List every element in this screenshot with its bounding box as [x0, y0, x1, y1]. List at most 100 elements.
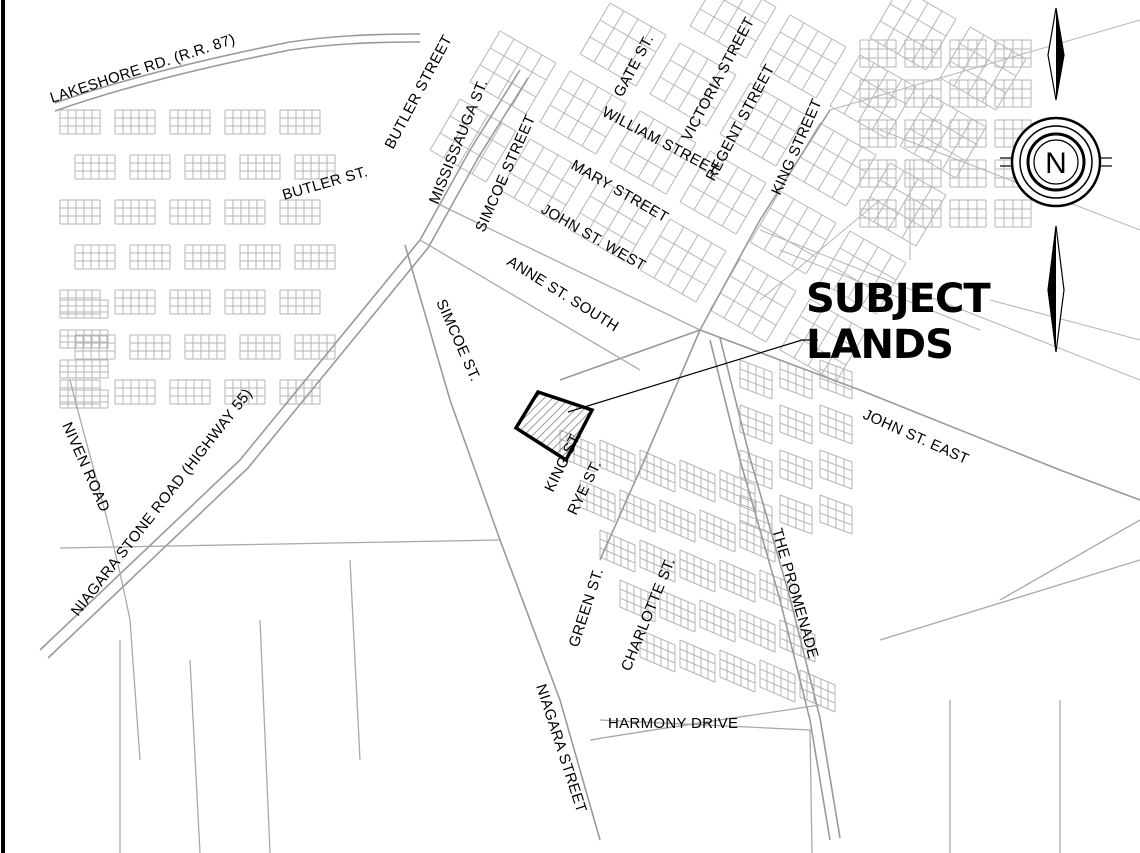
parcel-line — [579, 53, 637, 87]
parcel-line — [689, 0, 706, 27]
parcel-line — [589, 195, 647, 229]
parcel-line — [569, 178, 601, 231]
parcel-line — [677, 58, 709, 111]
parcel-line — [829, 54, 861, 107]
label-anne-st-south: ANNE ST. SOUTH — [504, 253, 622, 335]
parcel-line — [889, 162, 947, 196]
parcel-line — [619, 597, 656, 614]
parcel-line — [659, 526, 696, 543]
parcel-line — [739, 99, 797, 133]
parcel-line — [941, 118, 973, 171]
parcel-line — [639, 218, 671, 271]
parcel-line — [739, 467, 773, 481]
parcel-line — [699, 527, 736, 544]
parcel-line — [869, 0, 893, 39]
parcel-line — [739, 258, 797, 292]
parcel-line — [759, 65, 817, 99]
parcel-line — [747, 98, 779, 151]
parcel-line — [639, 449, 676, 466]
parcel-line — [541, 162, 573, 215]
parcel-line — [699, 518, 736, 535]
parcel-line — [581, 94, 613, 147]
parcel-line — [649, 93, 707, 127]
parcel-line — [485, 130, 517, 183]
parcel-line — [649, 42, 681, 95]
parcel-line — [609, 110, 641, 163]
parcel-line — [719, 577, 756, 594]
parcel-line — [635, 34, 667, 87]
parcel-line — [759, 659, 796, 676]
parcel-line — [819, 386, 853, 400]
parcel-line — [833, 238, 865, 291]
parcel-line — [829, 19, 1140, 111]
parcel-line — [909, 128, 967, 162]
parcel-line — [619, 588, 656, 605]
parcel-line — [679, 477, 716, 494]
parcel-line — [499, 138, 531, 191]
label-lakeshore-rd: LAKESHORE RD. (R.R. 87) — [48, 31, 237, 107]
parcel-line — [739, 618, 776, 635]
parcel-line — [729, 116, 787, 150]
parcel-line — [751, 282, 783, 335]
parcel-line — [699, 626, 736, 643]
parcel-line — [839, 88, 897, 122]
parcel-line — [953, 34, 985, 87]
subject-lands-parcel[interactable] — [513, 389, 595, 463]
parcel-line — [699, 599, 736, 616]
parcel-line — [719, 676, 756, 693]
parcel-line — [579, 479, 616, 496]
farm-boundary — [59, 519, 1140, 853]
parcel-line — [619, 489, 656, 506]
parcel-line — [559, 87, 617, 121]
parcel-line — [519, 155, 577, 189]
label-charlotte-st: CHARLOTTE ST. — [618, 555, 679, 673]
parcel-line — [649, 252, 707, 286]
parcel-line — [809, 139, 867, 173]
parcel-line — [819, 494, 853, 508]
parcel-line — [679, 42, 737, 76]
parcel-line — [779, 249, 981, 331]
parcel-line — [799, 156, 857, 190]
parcel-line — [539, 70, 571, 123]
parcel-line — [599, 556, 636, 573]
parcel-line — [819, 404, 853, 418]
label-harmony-drive: HARMONY DRIVE — [608, 715, 738, 732]
parcel-line — [669, 59, 727, 93]
parcel-line — [569, 70, 627, 104]
parcel-line — [599, 448, 636, 465]
parcel-line — [443, 106, 475, 159]
parcel-line — [779, 458, 813, 472]
parcel-line — [719, 667, 756, 684]
parcel-line — [875, 262, 907, 315]
parcel-line — [449, 115, 507, 149]
parcel-line — [759, 668, 796, 685]
label-simcoe-st: SIMCOE ST. — [432, 297, 483, 384]
parcel-line — [579, 497, 616, 514]
parcel-line — [539, 121, 597, 155]
parcel-line — [679, 549, 716, 566]
parcel-line — [699, 617, 736, 634]
parcel-line — [709, 309, 767, 343]
parcel-line — [679, 639, 716, 656]
parcel-line — [719, 469, 756, 486]
parcel-line — [459, 98, 517, 132]
parcel-line — [499, 189, 557, 223]
parcel-line — [659, 607, 696, 624]
parcel-line — [567, 86, 599, 139]
parcel-line — [859, 162, 891, 215]
parcel-line — [619, 144, 677, 178]
parcel-line — [731, 0, 762, 51]
parcel-line — [619, 516, 656, 533]
parcel-line — [819, 431, 853, 445]
parcel-line — [745, 6, 777, 59]
parcel-line — [719, 496, 756, 513]
parcel-line — [679, 558, 716, 575]
parcel-line — [619, 579, 656, 596]
parcel-line — [729, 275, 787, 309]
parcel-line — [869, 196, 927, 230]
anne-st-road — [419, 239, 641, 371]
parcel-line — [861, 254, 893, 307]
parcel-line — [739, 386, 773, 400]
